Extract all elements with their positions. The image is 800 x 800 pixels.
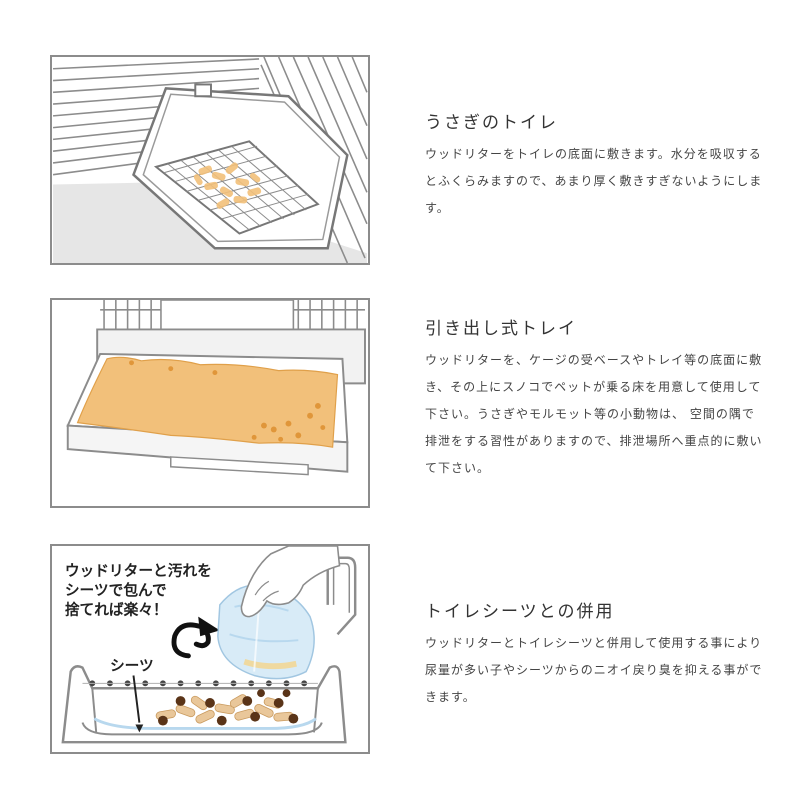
section-body: ウッドリターとトイレシーツと併用して使用する事により尿量が多い子やシーツからのニ… [425, 636, 763, 704]
callout-line-1: ウッドリターと汚れを [65, 561, 212, 579]
pull-out-tray-illustration [50, 298, 370, 508]
cage-top-bars [100, 300, 365, 330]
section-toilet-sheet: トイレシーツとの併用 ウッドリターとトイレシーツと併用して使用する事により尿量が… [425, 597, 765, 711]
callout-line-3: 捨てれば楽々！ [65, 601, 168, 619]
sheet-wrap-illustration: ウッドリターと汚れを シーツで包んで 捨てれば楽々！ [50, 544, 370, 754]
section-pull-out-tray: 引き出し式トレイ ウッドリターを、ケージの受ベースやトレイ等の底面に敷き、その上… [425, 314, 765, 482]
section-body: ウッドリターを、ケージの受ベースやトレイ等の底面に敷き、その上にスノコでペットが… [425, 353, 763, 475]
sheet-wrap-svg: ウッドリターと汚れを シーツで包んで 捨てれば楽々！ [53, 546, 367, 752]
tray-litter [76, 356, 339, 448]
hand-icon [240, 546, 341, 618]
callout-line-2: シーツで包んで [65, 581, 167, 599]
sheet-pointer-line [132, 675, 141, 723]
section-title: トイレシーツとの併用 [425, 602, 615, 622]
pellets [155, 689, 299, 726]
litter-pellets [193, 162, 262, 209]
rabbit-toilet-illustration [50, 55, 370, 265]
toilet-grid [153, 140, 320, 235]
rabbit-toilet-svg [52, 57, 368, 263]
curved-arrow-icon [171, 616, 220, 659]
sheet-label: シーツ [110, 659, 154, 675]
section-title: 引き出し式トレイ [425, 319, 577, 339]
section-rabbit-toilet: うさぎのトイレ ウッドリターをトイレの底面に敷きます。水分を吸収するとふくらみま… [425, 108, 765, 222]
section-body: ウッドリターをトイレの底面に敷きます。水分を吸収するとふくらみますので、あまり厚… [425, 147, 763, 215]
pull-out-tray-svg [53, 300, 367, 506]
section-title: うさぎのトイレ [425, 113, 558, 133]
